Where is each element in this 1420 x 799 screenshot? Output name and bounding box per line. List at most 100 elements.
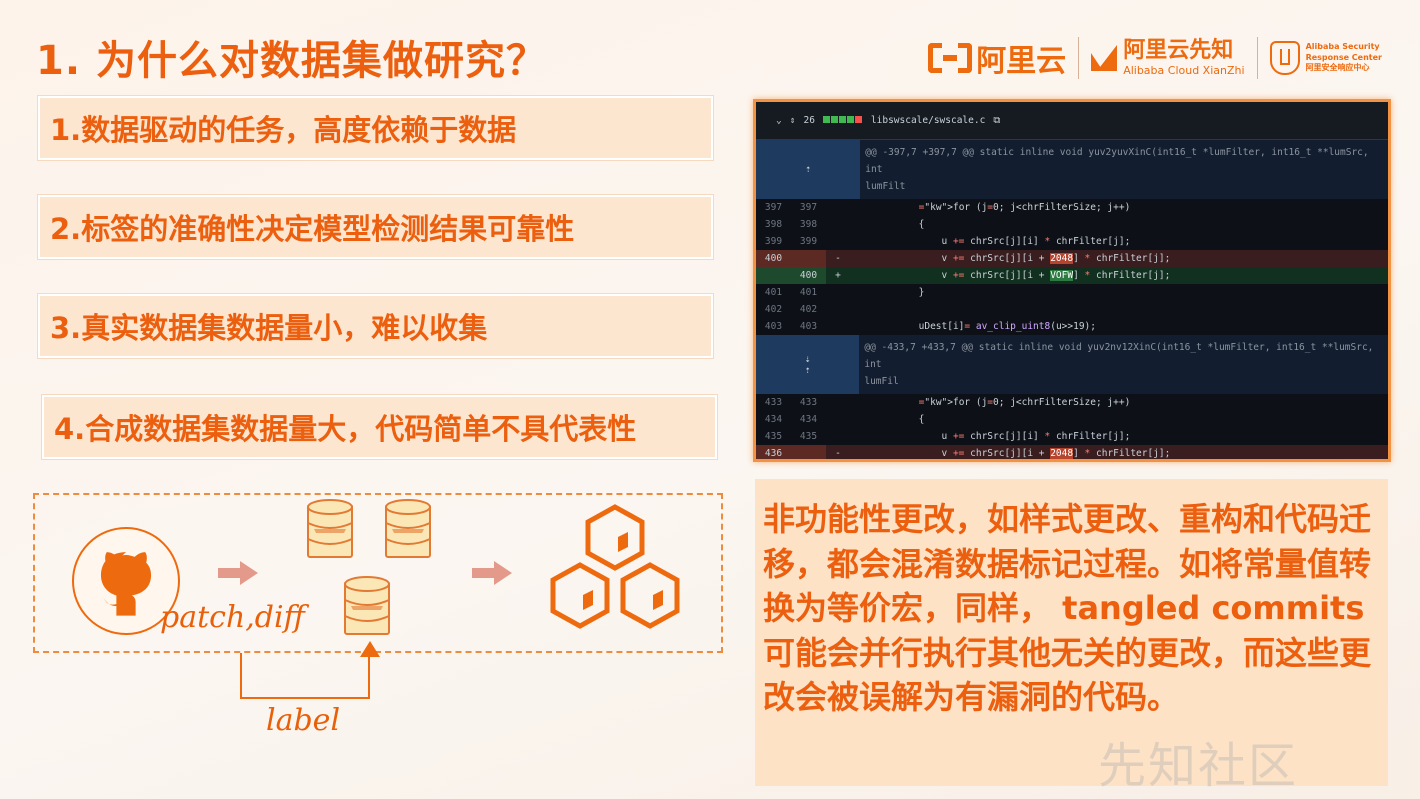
- diff-line: 433 433 ="kw">for (j=0; j<chrFilterSize; …: [756, 394, 1388, 411]
- patch-diff-label: patch,diff: [160, 600, 305, 635]
- old-line-number[interactable]: 401: [764, 287, 783, 298]
- code-text: uDest[i]= av_clip_uint8(u>>19);: [850, 321, 1096, 332]
- diff-file-header: ⌄ ⇕ 26 libswscale/swscale.c ⧉: [756, 102, 1388, 140]
- old-line-number[interactable]: 403: [764, 321, 783, 332]
- new-line-number[interactable]: 433: [799, 397, 818, 408]
- code-text: u += chrSrc[j][i] * chrFilter[j];: [850, 236, 1131, 247]
- new-line-number[interactable]: 397: [799, 202, 818, 213]
- asrc-line2: Response Center: [1305, 52, 1382, 62]
- hunk-text: @@ -397,7 +397,7 @@ static inline void y…: [865, 147, 1369, 175]
- xianzhi-logo: 阿里云先知 Alibaba Cloud XianZhi: [1091, 38, 1245, 77]
- logo-divider-2: [1256, 37, 1258, 79]
- diff-line-deleted: 400 - v += chrSrc[j][i + 2048] * chrFilte…: [756, 250, 1388, 267]
- old-line-number[interactable]: 402: [764, 304, 783, 315]
- hunk-text-2: lumFilt: [865, 181, 906, 192]
- old-line-number[interactable]: [756, 267, 791, 284]
- diff-sign: [826, 318, 850, 335]
- diff-line-added: 400 + v += chrSrc[j][i + VOFW] * chrFilte…: [756, 267, 1388, 284]
- new-line-number[interactable]: 401: [799, 287, 818, 298]
- old-line-number[interactable]: 433: [764, 397, 783, 408]
- diff-sign: [826, 411, 850, 428]
- code-text: v += chrSrc[j][i + 2048] * chrFilter[j];: [850, 448, 1171, 459]
- old-line-number[interactable]: 434: [764, 414, 783, 425]
- code-text: v += chrSrc[j][i + VOFW] * chrFilter[j];: [850, 270, 1171, 281]
- watermark: 先知社区: [1098, 738, 1299, 794]
- aliyun-bracket-icon: [928, 43, 973, 73]
- xianzhi-en: Alibaba Cloud XianZhi: [1123, 64, 1245, 77]
- old-line-number[interactable]: 436: [756, 445, 791, 459]
- asrc-line3: 阿里安全响应中心: [1305, 63, 1370, 73]
- new-line-number[interactable]: [791, 445, 826, 459]
- file-name[interactable]: libswscale/swscale.c: [870, 115, 986, 126]
- page-title: 1. 为什么对数据集做研究？: [36, 38, 547, 84]
- code-diff-panel: ⌄ ⇕ 26 libswscale/swscale.c ⧉ ⇡ @@ -397,…: [753, 99, 1391, 462]
- code-text: {: [850, 414, 925, 425]
- logo-bar: 阿里云 阿里云先知 Alibaba Cloud XianZhi Alibaba …: [928, 34, 1382, 82]
- hunk-text: @@ -433,7 +433,7 @@ static inline void y…: [864, 342, 1374, 370]
- aliyun-logo: 阿里云: [928, 36, 1066, 80]
- code-text: {: [850, 219, 925, 230]
- new-line-number[interactable]: 403: [799, 321, 818, 332]
- github-icon: [72, 527, 180, 635]
- new-line-number[interactable]: 435: [799, 431, 818, 442]
- asrc-logo: Alibaba Security Response Center 阿里安全响应中…: [1269, 41, 1382, 75]
- old-line-number[interactable]: 435: [764, 431, 783, 442]
- file-change-count: 26: [803, 115, 815, 126]
- logo-divider: [1078, 37, 1080, 79]
- code-text: v += chrSrc[j][i + 2048] * chrFilter[j];: [850, 253, 1171, 264]
- diff-line: 398 398 {: [756, 216, 1388, 233]
- old-line-number[interactable]: 400: [756, 250, 791, 267]
- old-line-number[interactable]: 399: [764, 236, 783, 247]
- diff-line: 399 399 u += chrSrc[j][i] * chrFilter[j];: [756, 233, 1388, 250]
- diff-sign: -: [835, 253, 841, 264]
- reason-card-3: 3.真实数据集数据量小，难以收集: [38, 294, 713, 358]
- diff-sign: [826, 216, 850, 233]
- diff-sign: [826, 284, 850, 301]
- hunk-text-2: lumFil: [864, 376, 899, 387]
- diff-sign: [826, 428, 850, 445]
- new-line-number[interactable]: 400: [791, 267, 826, 284]
- expand-up-icon[interactable]: ⇡: [756, 140, 861, 199]
- label-connector: [240, 653, 370, 699]
- diff-line: 434 434 {: [756, 411, 1388, 428]
- diff-sign: +: [835, 270, 841, 281]
- new-line-number[interactable]: 398: [799, 219, 818, 230]
- diff-line: 397 397 ="kw">for (j=0; j<chrFilterSize; …: [756, 199, 1388, 216]
- diff-sign: [826, 394, 850, 411]
- hunk-header-1: ⇡ @@ -397,7 +397,7 @@ static inline void…: [756, 140, 1388, 199]
- aliyun-logo-text: 阿里云: [976, 44, 1067, 79]
- flow-diagram-frame: [33, 493, 723, 653]
- code-text: ="kw">for (j=0; j<chrFilterSize; j++): [918, 202, 1131, 213]
- new-line-number[interactable]: [791, 250, 826, 267]
- code-text: }: [850, 287, 925, 298]
- new-line-number[interactable]: 399: [799, 236, 818, 247]
- description-box: 非功能性更改，如样式更改、重构和代码迁移，都会混淆数据标记过程。如将常量值转换为…: [755, 479, 1388, 786]
- chevron-down-icon[interactable]: ⌄: [776, 115, 782, 126]
- code-text: ="kw">for (j=0; j<chrFilterSize; j++): [918, 397, 1131, 408]
- reason-card-2: 2.标签的准确性决定模型检测结果可靠性: [38, 195, 713, 259]
- copy-icon[interactable]: ⧉: [993, 115, 1001, 126]
- xianzhi-cn: 阿里云先知: [1123, 38, 1234, 63]
- diffstat-icon: [822, 115, 863, 126]
- diff-block-2: 433 433 ="kw">for (j=0; j<chrFilterSize; …: [756, 394, 1388, 459]
- arrow-right-icon-2: [472, 561, 512, 585]
- old-line-number[interactable]: 397: [764, 202, 783, 213]
- diff-line: 401 401 }: [756, 284, 1388, 301]
- new-line-number[interactable]: 434: [799, 414, 818, 425]
- expand-both-icon[interactable]: ⇣⇡: [756, 335, 860, 394]
- label-text: label: [266, 703, 341, 738]
- diff-sign: [826, 199, 850, 216]
- shield-icon: [1269, 41, 1300, 75]
- diff-line: 435 435 u += chrSrc[j][i] * chrFilter[j];: [756, 428, 1388, 445]
- new-line-number[interactable]: 402: [799, 304, 818, 315]
- diff-line-deleted: 436- v += chrSrc[j][i + 2048] * chrFilte…: [756, 445, 1388, 459]
- arrow-up-icon: [360, 641, 380, 657]
- old-line-number[interactable]: 398: [764, 219, 783, 230]
- expand-icon[interactable]: ⇕: [789, 115, 796, 126]
- reason-card-1: 1.数据驱动的任务，高度依赖于数据: [38, 96, 713, 160]
- diff-line: 403 403 uDest[i]= av_clip_uint8(u>>19);: [756, 318, 1388, 335]
- hunk-header-2: ⇣⇡ @@ -433,7 +433,7 @@ static inline voi…: [756, 335, 1388, 394]
- code-text: u += chrSrc[j][i] * chrFilter[j];: [850, 431, 1131, 442]
- database-icon: [307, 499, 353, 558]
- database-icon-2: [385, 499, 431, 558]
